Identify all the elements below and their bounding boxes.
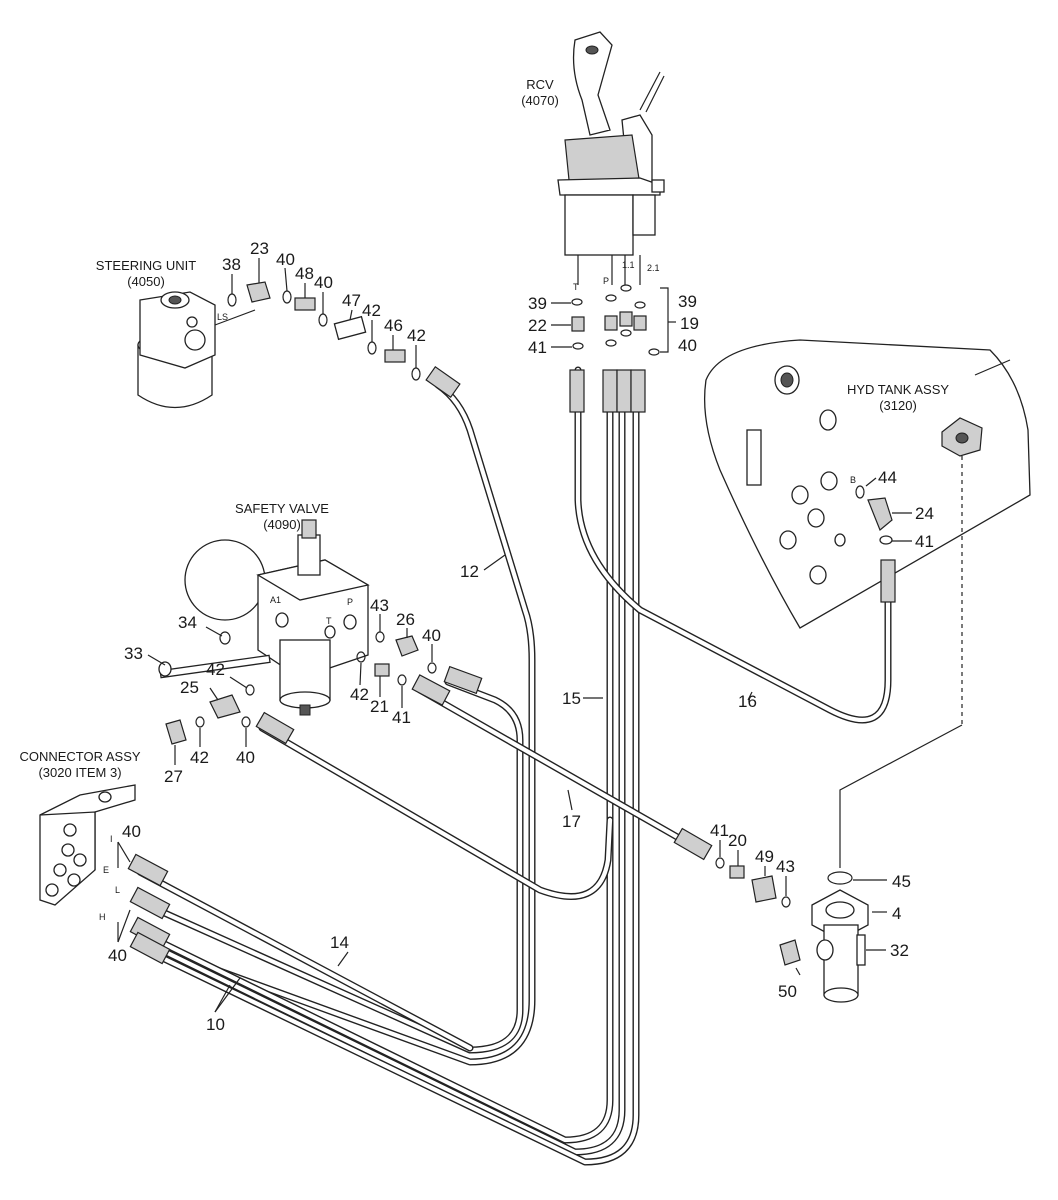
callout-34: 34 xyxy=(178,613,197,632)
rcv-joystick xyxy=(557,31,665,285)
callout-41: 41 xyxy=(915,532,934,551)
port-l: L xyxy=(115,885,120,895)
callout-42: 42 xyxy=(350,685,369,704)
callout-42: 42 xyxy=(206,660,225,679)
callout-4: 4 xyxy=(892,904,901,923)
hose-routes xyxy=(127,366,896,1166)
port-t-rcv: T xyxy=(573,282,579,292)
callout-14: 14 xyxy=(330,933,349,952)
port-b-tank: B xyxy=(850,475,856,485)
callout-12: 12 xyxy=(460,562,479,581)
callout-43: 43 xyxy=(776,857,795,876)
callout-21: 21 xyxy=(370,697,389,716)
callout-42: 42 xyxy=(190,748,209,767)
callout-39: 39 xyxy=(528,294,547,313)
callout-numbers: 38 23 40 48 40 47 42 46 42 39 22 41 39 1… xyxy=(108,239,934,1034)
callout-45: 45 xyxy=(892,872,911,891)
callout-40: 40 xyxy=(678,336,697,355)
port-2-1: 2.1 xyxy=(647,263,660,273)
port-i: I xyxy=(110,834,113,844)
callout-25: 25 xyxy=(180,678,199,697)
callout-23: 23 xyxy=(250,239,269,258)
connector-ref: (3020 ITEM 3) xyxy=(38,765,121,780)
callout-20: 20 xyxy=(728,831,747,850)
port-t-safety: T xyxy=(326,616,332,626)
leader-lines xyxy=(117,258,912,1013)
callout-42: 42 xyxy=(362,301,381,320)
callout-27: 27 xyxy=(164,767,183,786)
callout-47: 47 xyxy=(342,291,361,310)
rcv-ref: (4070) xyxy=(521,93,559,108)
callout-50: 50 xyxy=(778,982,797,1001)
hyd-tank-title: HYD TANK ASSY xyxy=(847,382,949,397)
callout-39: 39 xyxy=(678,292,697,311)
callout-33: 33 xyxy=(124,644,143,663)
steering-unit-ref: (4050) xyxy=(127,274,165,289)
callout-10: 10 xyxy=(206,1015,225,1034)
callout-24: 24 xyxy=(915,504,934,523)
callout-15: 15 xyxy=(562,689,581,708)
callout-40: 40 xyxy=(314,273,333,292)
port-1-1: 1.1 xyxy=(622,260,635,270)
callout-16: 16 xyxy=(738,692,757,711)
callout-22: 22 xyxy=(528,316,547,335)
port-ls: LS xyxy=(217,312,228,322)
callout-40: 40 xyxy=(276,250,295,269)
rcv-title: RCV xyxy=(526,77,554,92)
port-e: E xyxy=(103,865,109,875)
port-a1: A1 xyxy=(270,595,281,605)
callout-41: 41 xyxy=(392,708,411,727)
callout-17: 17 xyxy=(562,812,581,831)
callout-41: 41 xyxy=(528,338,547,357)
callout-42: 42 xyxy=(407,326,426,345)
connector-assy xyxy=(39,784,136,906)
safety-valve-title: SAFETY VALVE xyxy=(235,501,329,516)
callout-26: 26 xyxy=(396,610,415,629)
callout-40: 40 xyxy=(422,626,441,645)
safety-valve-ref: (4090) xyxy=(263,517,301,532)
port-labels: LS A1 P T T P 1.1 2.1 B I E L H xyxy=(99,260,856,922)
callout-48: 48 xyxy=(295,264,314,283)
connector-title: CONNECTOR ASSY xyxy=(19,749,140,764)
steering-unit-title: STEERING UNIT xyxy=(96,258,196,273)
port-p-rcv: P xyxy=(603,276,609,286)
fittings xyxy=(158,281,893,1003)
callout-44: 44 xyxy=(878,468,897,487)
callout-43: 43 xyxy=(370,596,389,615)
port-h: H xyxy=(99,912,106,922)
callout-38: 38 xyxy=(222,255,241,274)
callout-41: 41 xyxy=(710,821,729,840)
callout-32: 32 xyxy=(890,941,909,960)
callout-46: 46 xyxy=(384,316,403,335)
port-p-safety: P xyxy=(347,597,353,607)
safety-valve xyxy=(184,519,370,716)
callout-40: 40 xyxy=(108,946,127,965)
callout-19: 19 xyxy=(680,314,699,333)
callout-40: 40 xyxy=(236,748,255,767)
hyd-tank-ref: (3120) xyxy=(879,398,917,413)
callout-49: 49 xyxy=(755,847,774,866)
hyd-tank-assy xyxy=(703,339,1031,868)
callout-40: 40 xyxy=(122,822,141,841)
steering-unit xyxy=(137,291,256,409)
assembly-titles: RCV (4070) STEERING UNIT (4050) SAFETY V… xyxy=(19,77,949,780)
